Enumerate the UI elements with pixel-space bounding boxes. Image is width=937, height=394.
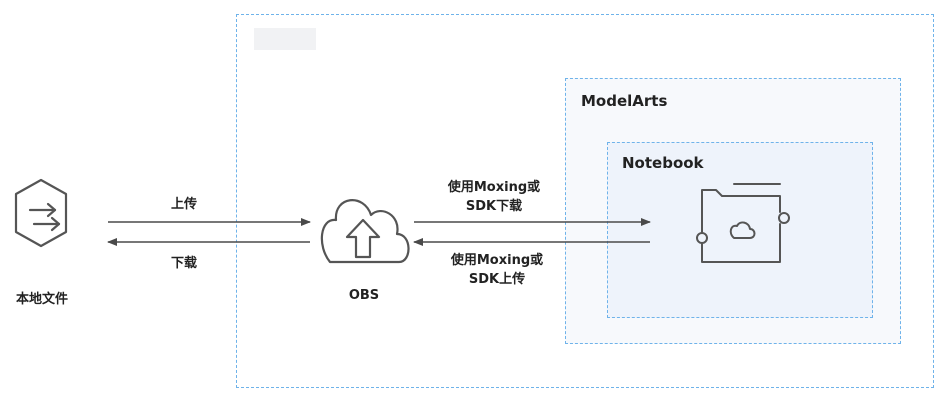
upload-label: 上传 [170, 197, 198, 212]
notebook-to-obs-label-line2: SDK上传 [468, 272, 526, 287]
cloud-folder-icon [696, 183, 790, 263]
transfer-hexagon-icon [14, 178, 68, 248]
notebook-to-obs-label: 使用Moxing或 SDK上传 [451, 251, 543, 289]
obs-to-notebook-label-line1: 使用Moxing或 [447, 180, 541, 195]
notebook-container [607, 142, 873, 318]
cloud-upload-icon [320, 199, 410, 264]
cloud-region-boundary [236, 14, 934, 388]
obs-label: OBS [348, 288, 380, 303]
obs-to-notebook-label: 使用Moxing或 SDK下载 [448, 178, 540, 216]
obs-to-notebook-label-line2: SDK下载 [465, 199, 523, 214]
download-label: 下载 [170, 256, 198, 271]
local-file-label: 本地文件 [15, 292, 69, 307]
modelarts-label: ModelArts [581, 92, 668, 110]
region-label-placeholder [254, 28, 316, 50]
notebook-label: Notebook [622, 154, 704, 172]
notebook-to-obs-label-line1: 使用Moxing或 [450, 253, 544, 268]
